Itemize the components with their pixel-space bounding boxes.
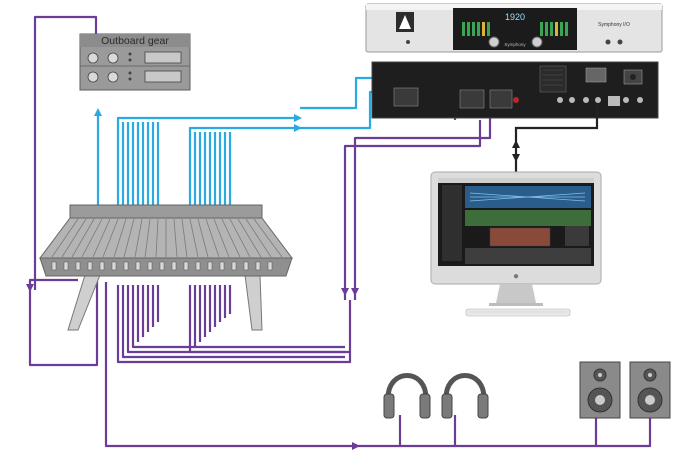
audio-interface-rear — [371, 61, 659, 119]
outboard-gear-label: Outboard gear — [101, 35, 169, 47]
arrow-return-b-down — [351, 288, 359, 296]
console-left-return-cable — [28, 278, 99, 367]
arrow-bundle-right — [294, 114, 302, 122]
speaker-icon — [579, 361, 621, 419]
headphones-icon — [441, 373, 489, 419]
speaker-icon — [629, 361, 671, 419]
console-bus-bundle-b — [188, 285, 350, 354]
display-value: 1920 — [505, 12, 525, 22]
blue-cables — [96, 76, 422, 215]
level-meters — [462, 22, 568, 36]
keyboard — [465, 308, 571, 317]
console-bus-a-cable — [116, 285, 352, 364]
outboard-gear: Outboard gear — [79, 33, 191, 91]
monitor-bus-b-cable — [596, 415, 652, 448]
black-cable — [514, 106, 599, 172]
black-arrowheads — [512, 140, 520, 162]
mixing-console — [39, 204, 293, 331]
purple-cables — [28, 15, 652, 448]
arrow-bundle-b-right — [294, 124, 302, 132]
console-bus-bundle-a — [121, 285, 345, 359]
arrow-to-outboard — [94, 108, 102, 116]
blue-arrowheads — [94, 108, 302, 132]
apple-logo-icon: ● — [513, 271, 519, 282]
interface-return-b-cable — [343, 120, 482, 300]
console-send-bundle-a — [116, 116, 300, 215]
monitor-bus-cable — [104, 282, 598, 448]
arrow-bus-right — [352, 442, 360, 450]
interface-model-label: Symphony I/O — [598, 22, 630, 28]
interface-sub-label: Symphony — [504, 42, 526, 47]
headphones-icon — [383, 373, 431, 419]
audio-interface-front: 1920 Symphony Symphony I/O — [365, 3, 663, 53]
imac-computer: ● — [430, 171, 602, 317]
console-send-bundle-b — [188, 90, 400, 215]
arrow-left-down — [26, 284, 34, 292]
arrow-return-a-down — [341, 288, 349, 296]
faders — [51, 261, 273, 271]
purple-arrowheads — [26, 284, 360, 450]
channel-strips — [51, 218, 283, 258]
